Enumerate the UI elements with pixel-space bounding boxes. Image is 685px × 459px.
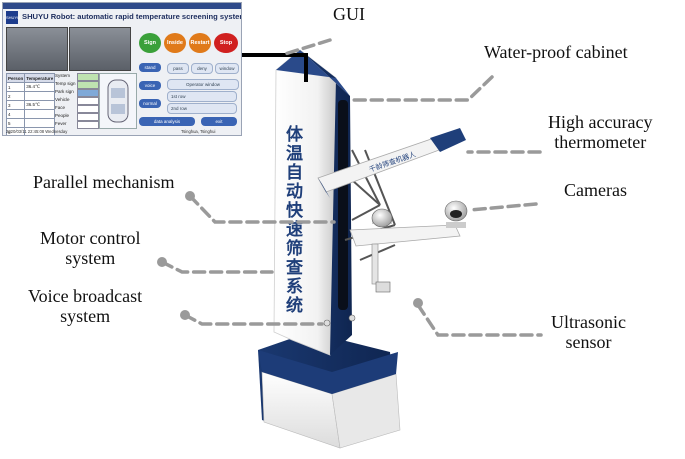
label-motor-line1: Motor control xyxy=(40,228,141,248)
gui-location: Tsinghua, Tsinghui xyxy=(181,129,216,134)
btn-exit[interactable]: exit xyxy=(201,117,237,126)
table-cell: 1 xyxy=(5,82,26,92)
camera-dome-right xyxy=(444,200,468,228)
field-box xyxy=(77,113,99,121)
light-stop[interactable]: Stop xyxy=(214,33,238,53)
btn-normal[interactable]: normal xyxy=(139,99,161,108)
label-parallel-mechanism: Parallel mechanism xyxy=(33,172,175,192)
label-waterproof-cabinet: Water-proof cabinet xyxy=(484,42,628,62)
field-people: People xyxy=(55,113,70,118)
gui-vehicle-diagram xyxy=(99,73,137,129)
label-voice-broadcast: Voice broadcast system xyxy=(28,286,142,326)
gui-app-title: SHUYU Robot: automatic rapid temperature… xyxy=(22,12,242,21)
thermometer-arm: 千龄筛查机器人 xyxy=(317,128,466,198)
column-text-char: 速 xyxy=(286,219,303,240)
column-text-char: 系 xyxy=(286,277,303,297)
table-cell xyxy=(24,91,56,101)
btn-voice[interactable]: voice xyxy=(139,81,161,90)
btn-deny[interactable]: deny xyxy=(191,63,213,74)
label-thermometer-line2: thermometer xyxy=(554,132,647,152)
robot-column xyxy=(273,49,356,356)
column-text-char: 自 xyxy=(286,162,303,183)
btn-stand[interactable]: stand xyxy=(139,63,161,72)
label-cameras: Cameras xyxy=(564,180,627,200)
field-park-sign: Park sign xyxy=(55,89,74,94)
gui-connector-line xyxy=(238,53,308,82)
light-restart[interactable]: Restart xyxy=(189,33,211,53)
column-text-char: 温 xyxy=(286,144,303,164)
btn-row-1[interactable]: 1st row xyxy=(167,91,237,102)
field-box xyxy=(77,97,99,105)
light-sign[interactable]: Sign xyxy=(139,33,161,53)
gui-logo: SHUYU xyxy=(6,11,20,24)
robot-base xyxy=(258,332,401,449)
column-text-char: 动 xyxy=(286,182,303,202)
column-text-char: 查 xyxy=(285,257,304,278)
label-motor-line2: system xyxy=(65,248,116,268)
table-cell: 4 xyxy=(5,109,26,119)
gui-timestamp: 2020/03/11 22:45:08 Wednesday xyxy=(6,129,68,134)
table-cell: 36.4℃ xyxy=(24,82,56,92)
field-box xyxy=(77,121,99,129)
camera-mount xyxy=(349,224,461,293)
field-box xyxy=(77,89,99,97)
table-cell xyxy=(24,127,56,135)
gui-camera-view-1 xyxy=(6,27,68,71)
field-box xyxy=(77,105,99,113)
gui-status-lights: Sign Inside Restart Stop xyxy=(139,33,239,55)
callout-lines xyxy=(160,38,543,337)
btn-pass[interactable]: pass xyxy=(167,63,189,74)
label-ultrasonic-sensor: Ultrasonic sensor xyxy=(551,312,626,352)
field-box xyxy=(77,73,99,81)
table-cell: 3 xyxy=(5,100,26,110)
light-inside[interactable]: Inside xyxy=(164,33,186,53)
label-gui: GUI xyxy=(333,4,365,24)
field-fever: Fever xyxy=(55,121,67,126)
label-motor-control: Motor control system xyxy=(40,228,141,268)
field-face: Face xyxy=(55,105,66,110)
callout-dots xyxy=(157,191,423,320)
field-box xyxy=(77,81,99,89)
btn-operator-window[interactable]: Operator window xyxy=(167,79,239,90)
table-cell: 5 xyxy=(5,118,26,128)
btn-row-2[interactable]: 2nd row xyxy=(167,103,237,114)
label-thermometer-line1: High accuracy xyxy=(548,112,653,132)
label-thermometer: High accuracy thermometer xyxy=(548,112,652,152)
column-text-char: 统 xyxy=(286,295,303,316)
gui-titlebar xyxy=(3,3,241,9)
camera-dome-left xyxy=(371,208,393,228)
table-cell xyxy=(24,109,56,119)
column-text-char: 体 xyxy=(286,124,304,145)
gui-camera-view-2 xyxy=(69,27,131,71)
label-ultrasonic-line1: Ultrasonic xyxy=(551,312,626,332)
btn-data-analysis[interactable]: data analysis xyxy=(139,117,195,126)
gui-inset: SHUYU SHUYU Robot: automatic rapid tempe… xyxy=(2,2,242,136)
gui-header: SHUYU SHUYU Robot: automatic rapid tempe… xyxy=(6,11,242,25)
column-text-char: 筛 xyxy=(286,238,303,259)
table-header-temp: Temperature xyxy=(24,73,56,83)
table-cell: 36.5℃ xyxy=(24,100,56,110)
table-header-person: Person xyxy=(5,73,26,83)
field-temp-sign: Temp sign xyxy=(55,81,76,86)
table-cell: 6 xyxy=(5,127,26,135)
field-system: System xyxy=(55,73,71,78)
label-ultrasonic-line2: sensor xyxy=(565,332,612,352)
column-text-char: 快 xyxy=(286,200,304,221)
label-voice-line2: system xyxy=(60,306,111,326)
label-voice-line1: Voice broadcast xyxy=(28,286,143,306)
table-cell: 2 xyxy=(5,91,26,101)
field-vehicle: Vehicle xyxy=(55,97,70,102)
table-cell xyxy=(24,118,56,128)
btn-window[interactable]: window xyxy=(215,63,239,74)
